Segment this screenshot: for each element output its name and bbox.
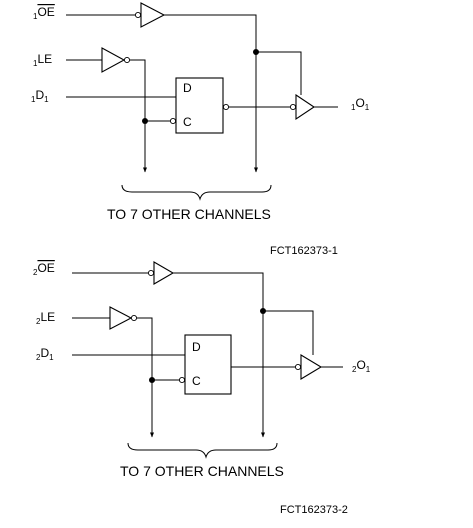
oe-bus-wire xyxy=(164,14,257,52)
le-inverter-bubble xyxy=(123,56,131,64)
d-label: 2D1 xyxy=(36,346,54,362)
le-route-wire xyxy=(137,317,153,380)
oe-to-output-enable xyxy=(263,310,314,355)
latch-box xyxy=(175,77,224,134)
other-channels-caption: TO 7 OTHER CHANNELS xyxy=(120,463,284,479)
le-inverter-bubble xyxy=(130,314,138,322)
output-buffer xyxy=(295,93,315,121)
oe-buffer xyxy=(140,2,166,28)
other-channels-caption: TO 7 OTHER CHANNELS xyxy=(107,206,271,222)
latch-c-pin: C xyxy=(183,115,192,129)
le-label: 2LE xyxy=(36,310,55,326)
output-buffer-input-bubble xyxy=(294,363,302,371)
output-buffer xyxy=(300,354,323,380)
d-label: 1D1 xyxy=(31,88,49,104)
output-label: 1O1 xyxy=(351,96,370,112)
latch-box xyxy=(184,334,232,395)
oe-inverter-bubble xyxy=(134,11,142,19)
figure-id: FCT162373-2 xyxy=(280,504,348,516)
le-route-wire xyxy=(130,59,146,121)
le-label: 1LE xyxy=(33,52,52,68)
oe-bus-wire xyxy=(173,272,264,311)
oe-inverter-bubble xyxy=(147,269,155,277)
latch-d-pin: D xyxy=(192,340,201,354)
output-label: 2O1 xyxy=(352,358,371,374)
latch-d-pin: D xyxy=(183,81,192,95)
circuit-1: 1OE 1LE 1D1 1O1 D C xyxy=(31,2,370,257)
clock-bubble xyxy=(169,117,177,125)
le-buffer xyxy=(109,306,133,330)
circuit-2: 2OE 2LE 2D1 2O1 D C xyxy=(33,261,371,516)
output-buffer-input-bubble xyxy=(289,103,297,111)
channel-brace xyxy=(121,184,272,201)
latch-c-pin: C xyxy=(192,374,201,388)
channel-brace xyxy=(127,442,278,459)
latch-q-bubble xyxy=(222,103,230,111)
oe-label: 2OE xyxy=(33,261,55,277)
oe-label: 1OE xyxy=(33,5,55,21)
oe-buffer xyxy=(153,261,175,285)
le-buffer xyxy=(101,47,126,73)
figure-id: FCT162373-1 xyxy=(270,245,338,257)
oe-to-output-enable xyxy=(256,51,302,95)
clock-bubble xyxy=(178,376,186,384)
